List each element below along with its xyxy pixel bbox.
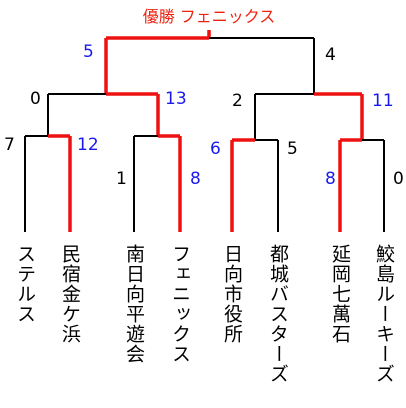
r1-score-2: 12 <box>77 135 99 155</box>
r1-score-1: 7 <box>4 135 15 155</box>
final-score-left: 5 <box>83 42 94 62</box>
r1-score-3: 1 <box>116 169 127 189</box>
team-7-name: 延岡七萬石 <box>329 244 351 344</box>
semi-score-2: 13 <box>165 89 187 109</box>
r1-score-6: 5 <box>287 139 298 159</box>
team-3-name: 南日向平遊会 <box>123 244 145 364</box>
team-8-name: 鮫島ルーキーズ <box>373 244 395 384</box>
team-2-name: 民宿金ケ浜 <box>59 244 81 344</box>
team-5-name: 日向市役所 <box>221 244 243 344</box>
semi-score-3: 2 <box>232 91 243 111</box>
final-score-right: 4 <box>325 45 336 65</box>
r1-score-8: 0 <box>393 169 404 189</box>
r1-score-7: 8 <box>325 169 336 189</box>
champion-label: 優勝 フェニックス <box>143 7 276 26</box>
team-4-name: フェニックス <box>169 244 191 364</box>
semi-score-1: 0 <box>30 89 41 109</box>
r1-score-4: 8 <box>190 169 201 189</box>
team-6-name: 都城バスターズ <box>267 244 289 384</box>
team-1-name: ステルス <box>14 244 36 324</box>
r1-score-5: 6 <box>210 139 221 159</box>
semi-score-4: 11 <box>372 91 394 111</box>
